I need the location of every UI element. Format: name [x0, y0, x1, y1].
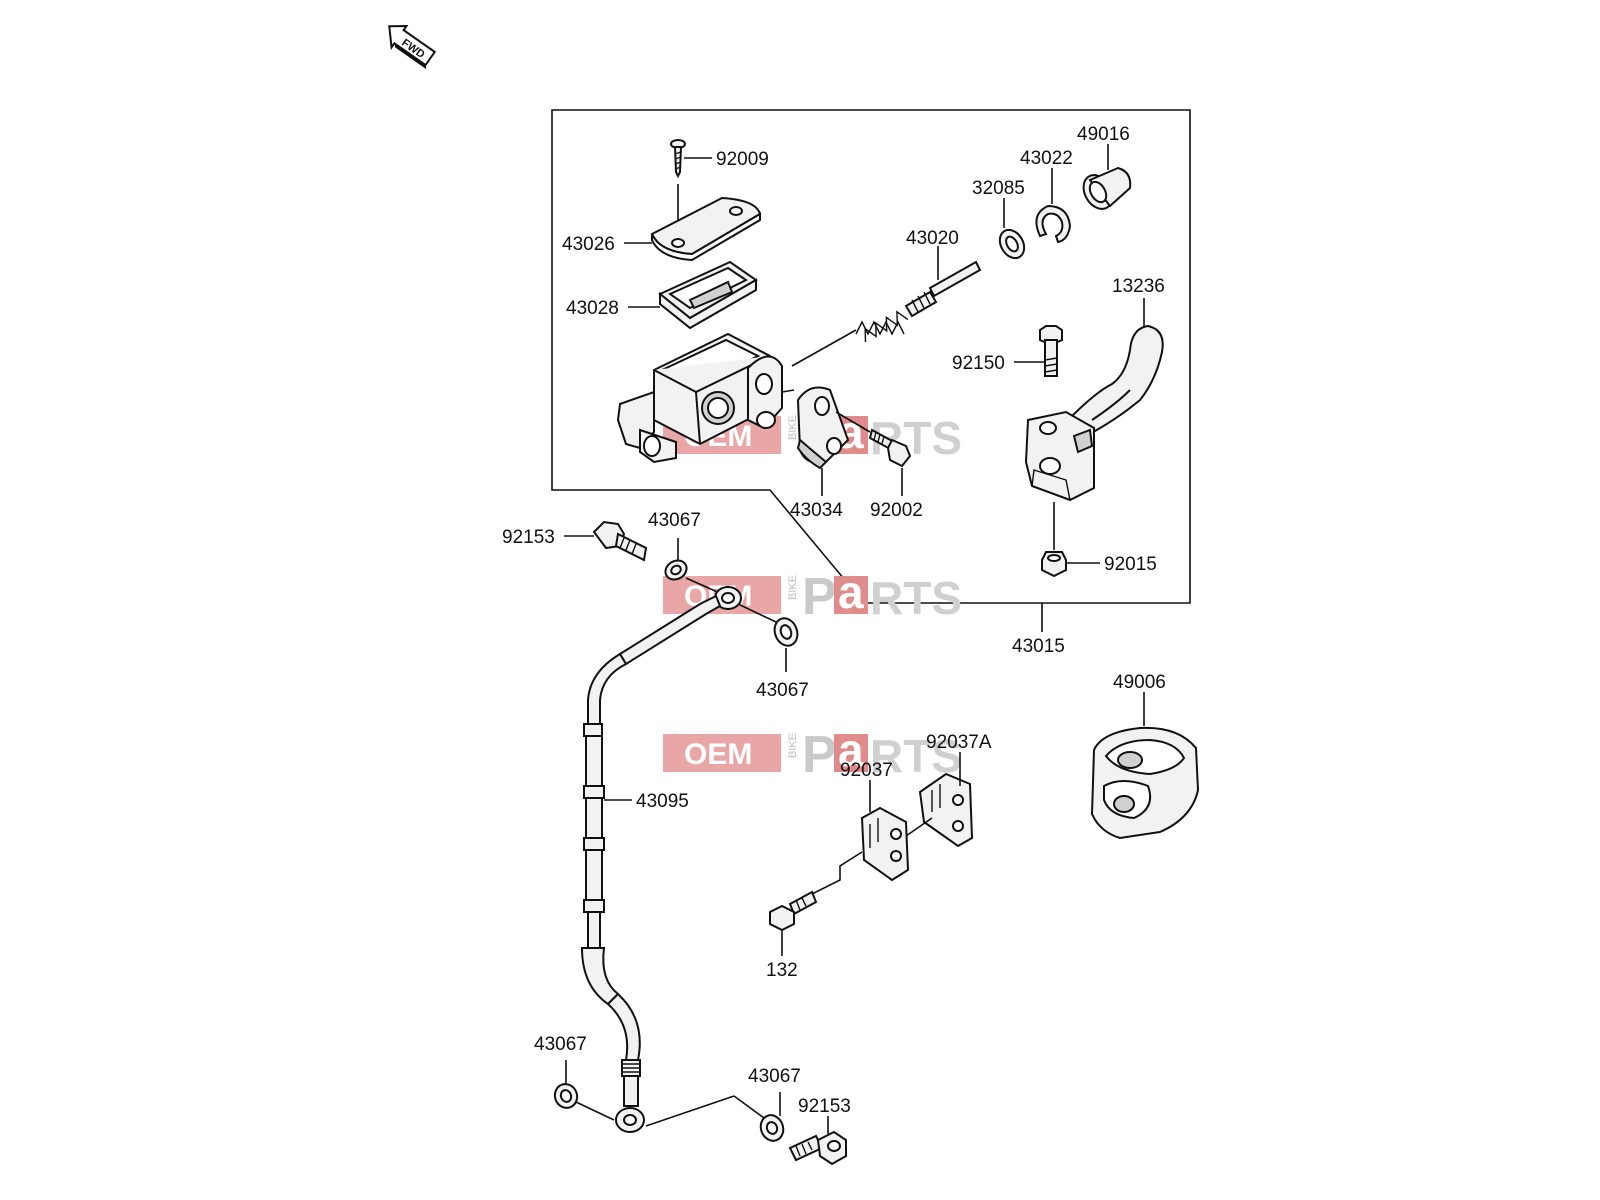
svg-text:BIKE: BIKE	[787, 733, 799, 758]
label-43067-a: 43067	[648, 510, 701, 531]
part-43028-diaphragm	[658, 260, 758, 330]
part-92037-bracket	[860, 806, 910, 882]
svg-text:OEM: OEM	[684, 738, 752, 771]
label-92037: 92037	[840, 760, 893, 781]
part-49016-boot	[1082, 166, 1132, 210]
part-92153-banjo-bolt-top	[592, 520, 648, 562]
label-32085: 32085	[972, 178, 1025, 199]
label-43067-b: 43067	[756, 680, 809, 701]
part-43067-washer-b	[773, 617, 799, 647]
part-13236-lever	[1068, 324, 1164, 438]
part-49006-cover	[1090, 726, 1200, 840]
part-43020-piston	[855, 260, 982, 343]
label-132: 132	[766, 960, 798, 981]
label-43095: 43095	[636, 791, 689, 812]
label-43028: 43028	[566, 298, 619, 319]
part-43067-washer-c	[553, 1083, 579, 1109]
label-92015: 92015	[1104, 554, 1157, 575]
part-43022-circlip	[1035, 204, 1072, 244]
part-43095-brake-hose	[580, 594, 722, 1107]
label-43022: 43022	[1020, 148, 1073, 169]
part-43067-washer-d	[759, 1114, 785, 1142]
part-92037A-bracket	[918, 772, 974, 848]
fwd-arrow-icon: FWD	[388, 25, 437, 70]
label-43026: 43026	[562, 234, 615, 255]
svg-text:RTS: RTS	[870, 572, 962, 624]
label-92002: 92002	[870, 500, 923, 521]
label-43067-c: 43067	[534, 1034, 587, 1055]
part-hose-banjo-bottom	[615, 1107, 645, 1133]
part-92153-banjo-bolt-bottom	[788, 1130, 847, 1166]
label-92153-bottom: 92153	[798, 1096, 851, 1117]
svg-text:a: a	[838, 724, 864, 776]
label-13236: 13236	[1112, 276, 1165, 297]
label-43015: 43015	[1012, 636, 1065, 657]
part-92009-screw	[670, 139, 686, 179]
part-master-cylinder-body	[616, 332, 795, 464]
part-92002-bolt	[868, 428, 912, 468]
label-92009: 92009	[716, 149, 769, 170]
svg-text:BIKE: BIKE	[787, 415, 799, 440]
part-43034-clamp	[796, 386, 850, 470]
watermark-2: OEM BIKE P a RTS	[663, 566, 962, 626]
svg-text:a: a	[838, 566, 864, 618]
part-132-bolt	[769, 890, 818, 932]
label-92037A: 92037A	[926, 732, 992, 753]
part-43067-washer-a	[664, 559, 688, 581]
label-49006: 49006	[1113, 672, 1166, 693]
part-92015-nut	[1041, 551, 1067, 578]
label-43067-d: 43067	[748, 1066, 801, 1087]
label-92153-top: 92153	[502, 527, 555, 548]
watermark-3: OEM BIKE P a RTS	[663, 724, 962, 784]
part-92150-bolt	[1039, 325, 1063, 377]
svg-text:P: P	[802, 568, 837, 626]
label-43034: 43034	[790, 500, 843, 521]
part-hose-banjo-top	[714, 586, 742, 610]
svg-text:BIKE: BIKE	[787, 575, 799, 600]
label-49016: 49016	[1077, 124, 1130, 145]
part-32085-washer	[998, 228, 1026, 260]
label-92150: 92150	[952, 353, 1005, 374]
svg-text:P: P	[802, 726, 837, 784]
part-lever-holder	[1024, 410, 1095, 502]
part-43026-cap	[650, 196, 762, 262]
label-43020: 43020	[906, 228, 959, 249]
